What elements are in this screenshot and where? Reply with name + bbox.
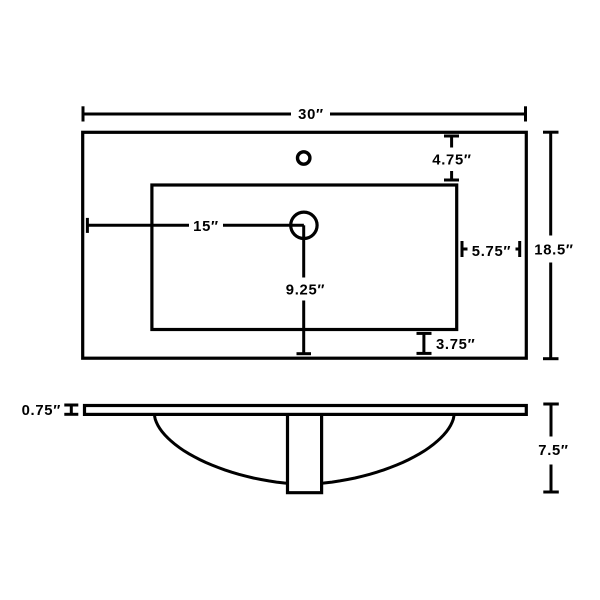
svg-text:7.5″: 7.5″ bbox=[538, 443, 568, 459]
svg-text:0.75″: 0.75″ bbox=[22, 403, 61, 419]
svg-text:5.75″: 5.75″ bbox=[472, 244, 511, 260]
svg-text:4.75″: 4.75″ bbox=[432, 153, 471, 169]
svg-text:18.5″: 18.5″ bbox=[534, 243, 573, 259]
svg-text:9.25″: 9.25″ bbox=[286, 283, 325, 299]
svg-text:15″: 15″ bbox=[193, 219, 219, 235]
svg-text:30″: 30″ bbox=[298, 107, 324, 123]
svg-text:3.75″: 3.75″ bbox=[436, 337, 475, 353]
